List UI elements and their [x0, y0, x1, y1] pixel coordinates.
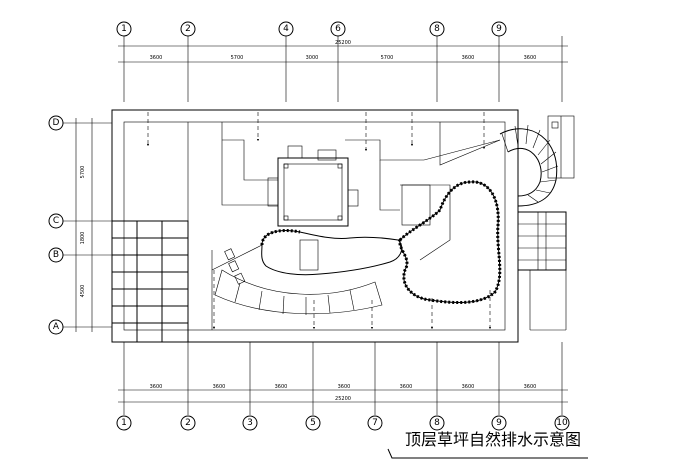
- central-building: [267, 145, 431, 227]
- left-axis-bubble: C: [48, 213, 64, 229]
- drawing-title-block: 顶层草坪自然排水示意图: [387, 430, 588, 459]
- left-axis-label: A: [53, 322, 60, 332]
- top-dimension: 5700: [231, 55, 244, 61]
- drainage-arrows: [146, 112, 492, 330]
- left-axis-bubbles: D C B A: [48, 115, 64, 335]
- top-dimension: 3000: [306, 55, 319, 61]
- bottom-axis-label: 8: [434, 418, 440, 428]
- left-axis-label: C: [53, 216, 59, 226]
- lawn-area-center: [260, 229, 403, 276]
- left-axis-bubble: B: [48, 247, 64, 263]
- bottom-axis-label: 10: [556, 418, 568, 428]
- bottom-axis-label: 1: [121, 418, 127, 428]
- interior-layout: [187, 122, 501, 330]
- left-dimension: 1800: [80, 232, 86, 245]
- top-dimension: 3600: [462, 55, 475, 61]
- top-axis-bubble: 4: [278, 21, 294, 37]
- bottom-axis-label: 9: [496, 418, 502, 428]
- bottom-dimension: 3600: [400, 384, 413, 390]
- top-dimension-chain: 25200 3600 5700 3000 5700 3600 3600: [118, 40, 568, 63]
- top-axis-bubble: 2: [180, 21, 196, 37]
- spiral-stair: [499, 115, 575, 207]
- bottom-axis-label: 7: [372, 418, 378, 428]
- top-dimension: 3600: [524, 55, 537, 61]
- exterior-stair: [517, 211, 567, 331]
- bottom-total-dimension: 25200: [335, 396, 351, 402]
- top-axis-label: 4: [283, 24, 289, 34]
- bottom-dimension: 3600: [338, 384, 351, 390]
- left-axis-label: D: [53, 118, 60, 128]
- curved-paving: [214, 248, 383, 315]
- top-dimension: 3600: [150, 55, 163, 61]
- left-dimension: 5700: [80, 166, 86, 179]
- top-axis-label: 1: [121, 24, 127, 34]
- bottom-axis-label: 3: [247, 418, 253, 428]
- left-axis-bubble: D: [48, 115, 64, 131]
- left-axis-bubble: A: [48, 319, 64, 335]
- top-axis-label: 9: [496, 24, 502, 34]
- bottom-axis-bubble: 8: [429, 415, 445, 431]
- top-axis-ticks: [123, 36, 563, 102]
- top-total-dimension: 25200: [335, 40, 351, 46]
- top-axis-bubble: 9: [491, 21, 507, 37]
- left-dimension-chain: 5700 1800 4500: [80, 166, 86, 298]
- bottom-axis-bubbles: 1 2 3 5 7 8 9 10: [116, 415, 570, 431]
- left-axis-ticks: [63, 118, 112, 332]
- top-axis-bubbles: 1 2 4 6 8 9: [116, 21, 507, 37]
- bottom-axis-bubble: 5: [305, 415, 321, 431]
- bottom-axis-bubble: 2: [180, 415, 196, 431]
- bottom-dimension: 3600: [150, 384, 163, 390]
- top-axis-bubble: 6: [330, 21, 346, 37]
- left-dimension: 4500: [80, 285, 86, 298]
- left-axis-label: B: [53, 250, 59, 260]
- drawing-title: 顶层草坪自然排水示意图: [405, 430, 581, 449]
- top-axis-bubble: 8: [429, 21, 445, 37]
- bottom-axis-bubble: 9: [491, 415, 507, 431]
- bottom-axis-bubble: 7: [367, 415, 383, 431]
- bottom-axis-bubble: 3: [242, 415, 258, 431]
- bottom-dimension: 3600: [275, 384, 288, 390]
- bottom-axis-bubble: 1: [116, 415, 132, 431]
- top-dimension: 5700: [381, 55, 394, 61]
- top-axis-label: 8: [434, 24, 440, 34]
- top-axis-bubble: 1: [116, 21, 132, 37]
- bottom-axis-ticks: [123, 342, 563, 415]
- top-axis-label: 2: [185, 24, 191, 34]
- bottom-axis-bubble: 10: [554, 415, 570, 431]
- top-axis-label: 6: [335, 24, 341, 34]
- lawn-area-right: [398, 180, 502, 305]
- bottom-dimension: 3600: [462, 384, 475, 390]
- bottom-dimension-chain: 3600 3600 3600 3600 3600 3600 3600 25200: [118, 384, 568, 403]
- bottom-dimension: 3600: [524, 384, 537, 390]
- bottom-dimension: 3600: [213, 384, 226, 390]
- glass-skylight: [111, 220, 189, 343]
- bottom-axis-label: 5: [310, 418, 316, 428]
- bottom-axis-label: 2: [185, 418, 191, 428]
